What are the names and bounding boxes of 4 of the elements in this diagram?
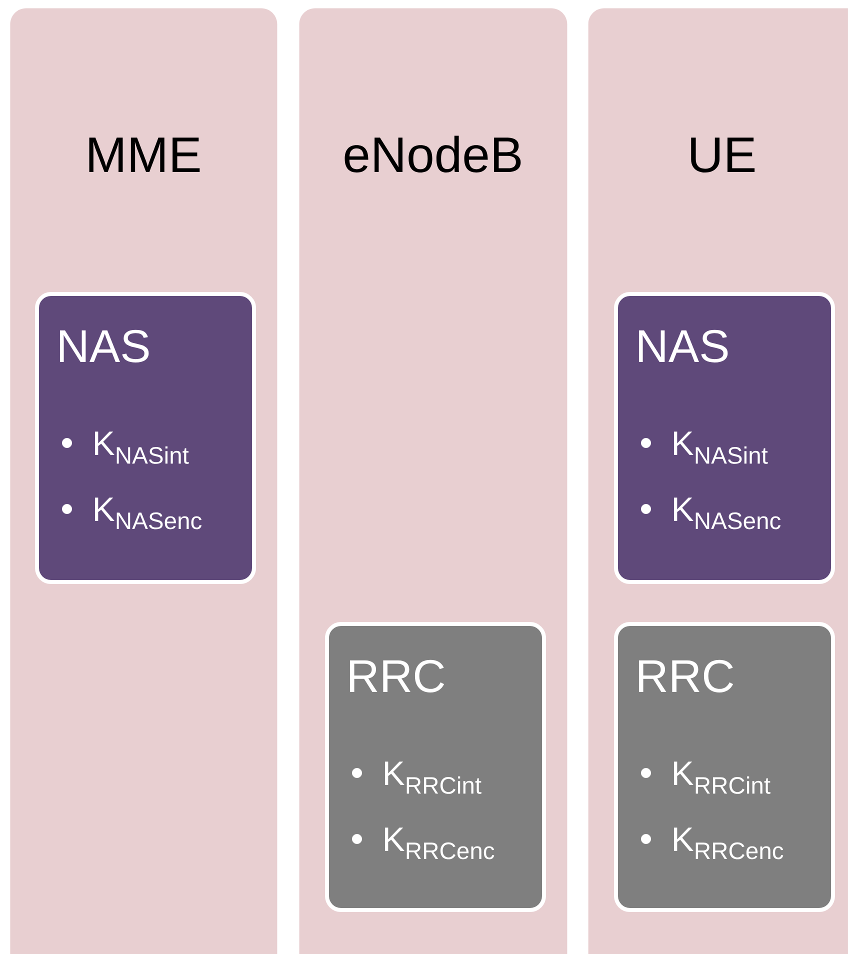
layer-box: RRC K$_{RRCint}$ K$_{RRCenc}$	[614, 622, 835, 912]
layer-box: NAS K$_{NASint}$ K$_{NASenc}$	[35, 292, 256, 584]
layer-box: NAS K$_{NASint}$ K$_{NASenc}$	[614, 292, 835, 584]
layer-box: RRC K$_{RRCint}$ K$_{RRCenc}$	[325, 622, 546, 912]
